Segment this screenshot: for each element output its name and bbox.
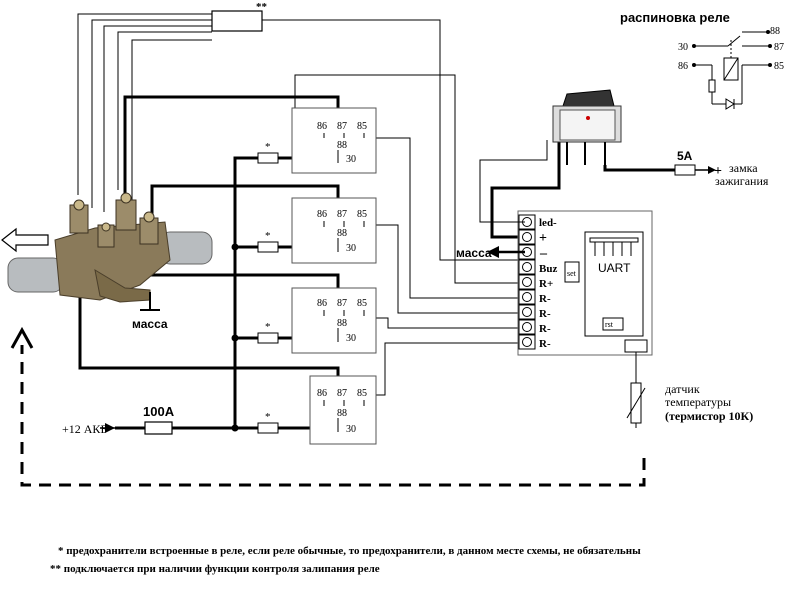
- sensor-return-line: [10, 326, 646, 487]
- ignition-label-line1: замка: [729, 161, 758, 175]
- pinout-85: 85: [774, 61, 784, 72]
- svg-text:86: 86: [317, 298, 327, 309]
- svg-text:87: 87: [337, 209, 347, 220]
- pinout-86: 86: [678, 61, 688, 72]
- relay-fuses: * * * *: [257, 141, 279, 434]
- sensor-label-line1: датчик: [665, 382, 700, 396]
- relay-pinout-inset: распиновка реле 88 30 87 86 85: [620, 10, 784, 110]
- terminal-r-minus-2: R-: [539, 308, 551, 320]
- pinout-87: 87: [774, 42, 784, 53]
- svg-text:86: 86: [317, 209, 327, 220]
- battery-label: +12 АКБ: [62, 422, 107, 436]
- rocker-switch: 5А + замка зажигания: [552, 89, 769, 188]
- terminal-minus: –: [539, 246, 548, 261]
- fuse-star-4: *: [265, 411, 271, 423]
- relay-3: 86 87 85 88 30: [291, 287, 377, 354]
- ignition-label-line2: зажигания: [715, 174, 769, 188]
- footnote-1: * предохранители встроенные в реле, если…: [58, 545, 641, 557]
- double-star-fuse: **: [211, 1, 268, 32]
- temperature-sensor: датчик температуры (термистор 10К): [626, 352, 753, 428]
- svg-text:87: 87: [337, 388, 347, 399]
- fuse-star-2: *: [265, 230, 271, 242]
- valve-image: масса: [7, 192, 213, 331]
- double-star-mark: **: [256, 1, 268, 13]
- top-thin-wires: [77, 13, 525, 261]
- terminal-r-minus-1: R-: [539, 293, 551, 305]
- relay-4: 86 87 85 88 30: [309, 375, 377, 445]
- controller-ground: масса: [456, 246, 525, 260]
- svg-text:87: 87: [337, 121, 347, 132]
- main-fuse: 100А +12 АКБ: [62, 404, 175, 436]
- svg-text:88: 88: [337, 140, 347, 151]
- svg-text:30: 30: [346, 243, 356, 254]
- terminal-r-minus-3: R-: [539, 323, 551, 335]
- ignition-plus: +: [714, 164, 722, 179]
- svg-text:88: 88: [337, 318, 347, 329]
- sensor-label-line3: (термистор 10К): [665, 409, 753, 423]
- svg-text:30: 30: [346, 424, 356, 435]
- svg-text:88: 88: [337, 408, 347, 419]
- svg-text:87: 87: [337, 298, 347, 309]
- fuse-100a-label: 100А: [143, 404, 175, 419]
- terminal-r-plus: R+: [539, 278, 553, 290]
- terminal-plus: +: [539, 231, 547, 246]
- sensor-label-line2: температуры: [665, 395, 731, 409]
- fuse-star-3: *: [265, 321, 271, 333]
- fuse-5a-label: 5А: [677, 149, 693, 163]
- svg-text:85: 85: [357, 121, 367, 132]
- svg-text:30: 30: [346, 154, 356, 165]
- svg-text:88: 88: [337, 228, 347, 239]
- svg-text:85: 85: [357, 388, 367, 399]
- controller-board: led- + – Buz R+ R- R- R- R- set UART rst: [517, 210, 653, 356]
- fuse-star-1: *: [265, 141, 271, 153]
- controller-ground-label: масса: [456, 246, 492, 260]
- set-button-label: set: [567, 269, 577, 278]
- pinout-30: 30: [678, 42, 688, 53]
- svg-text:85: 85: [357, 298, 367, 309]
- terminal-led: led-: [539, 217, 557, 229]
- pinout-title: распиновка реле: [620, 10, 730, 25]
- svg-text:86: 86: [317, 121, 327, 132]
- rst-label: rst: [605, 320, 614, 329]
- terminal-buz: Buz: [539, 263, 557, 275]
- svg-text:30: 30: [346, 333, 356, 344]
- uart-label: UART: [598, 261, 631, 275]
- pinout-88: 88: [770, 26, 780, 37]
- footnote-2: ** подключается при наличии функции конт…: [50, 563, 380, 575]
- svg-text:86: 86: [317, 388, 327, 399]
- terminal-r-minus-4: R-: [539, 338, 551, 350]
- svg-text:85: 85: [357, 209, 367, 220]
- footnotes: * предохранители встроенные в реле, если…: [50, 545, 641, 575]
- relay-2: 86 87 85 88 30: [291, 197, 377, 264]
- valve-ground-label: масса: [132, 317, 168, 331]
- relay-1: 86 87 85 88 30: [291, 107, 377, 174]
- flow-arrow-icon: [1, 227, 49, 253]
- junction-dots: [231, 243, 239, 432]
